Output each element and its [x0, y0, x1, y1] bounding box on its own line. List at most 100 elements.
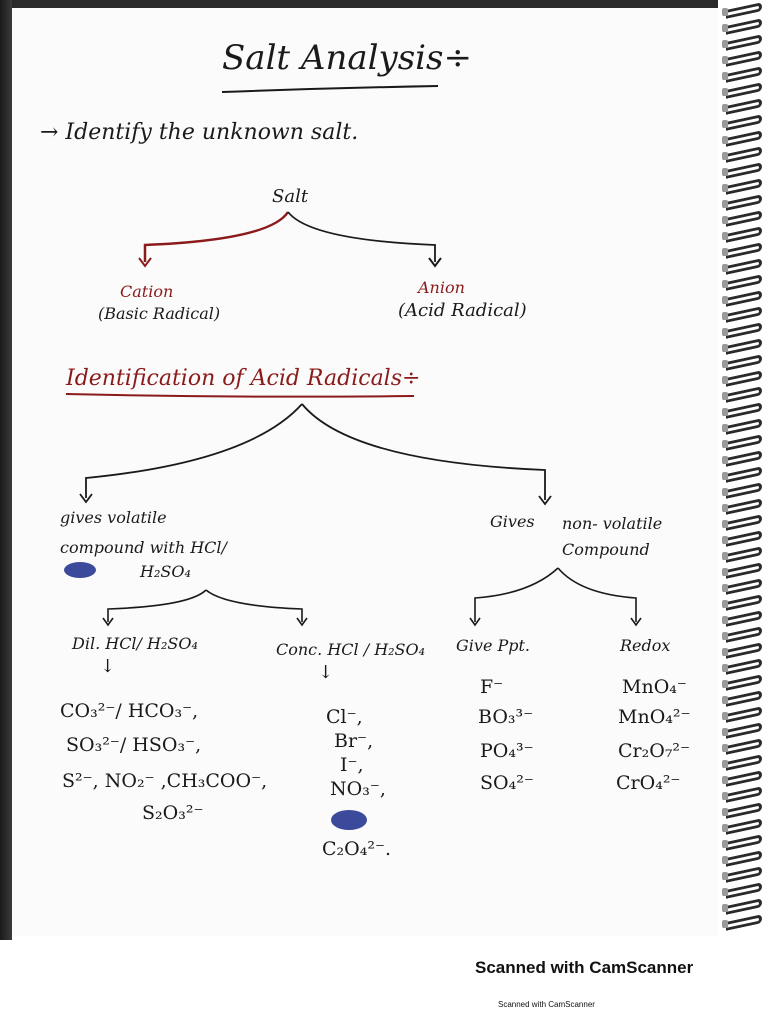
conc-ion-1: Cl⁻,: [326, 706, 363, 728]
binding-hole-icon: [722, 120, 728, 128]
binding-hole-icon: [722, 648, 728, 656]
binding-hole-icon: [722, 568, 728, 576]
arrowhead-dil: [102, 617, 114, 627]
binding-hole-icon: [722, 200, 728, 208]
binding-hole-icon: [722, 600, 728, 608]
redox-label: Redox: [620, 636, 671, 655]
binding-hole-icon: [722, 584, 728, 592]
conc-label: Conc. HCl / H₂SO₄: [276, 640, 426, 659]
binding-hole-icon: [722, 744, 728, 752]
binding-hole-icon: [722, 88, 728, 96]
volatile-line3: H₂SO₄: [140, 562, 191, 581]
conc-ion-4: NO₃⁻,: [330, 778, 386, 800]
volatile-line1: gives volatile: [60, 508, 167, 527]
spiral-binding-icon: [718, 0, 768, 940]
binding-hole-icon: [722, 376, 728, 384]
nonvolatile-branch-left: [474, 567, 559, 622]
binding-hole-icon: [722, 72, 728, 80]
binding-hole-icon: [722, 920, 728, 928]
camscanner-watermark-small: Scanned with CamScanner: [498, 1000, 595, 1009]
binding-hole-icon: [722, 904, 728, 912]
ppt-ion-2: BO₃³⁻: [478, 706, 534, 728]
ppt-label: Give Ppt.: [456, 636, 531, 655]
arrowhead-cation: [138, 257, 152, 268]
binding-hole-icon: [722, 104, 728, 112]
binding-hole-icon: [722, 840, 728, 848]
binding-hole-icon: [722, 184, 728, 192]
arrowhead-anion: [428, 257, 442, 268]
binding-hole-icon: [722, 776, 728, 784]
binding-hole-icon: [722, 392, 728, 400]
binding-hole-icon: [722, 504, 728, 512]
binding-hole-icon: [722, 472, 728, 480]
dil-arrow: ↓: [100, 656, 116, 677]
ppt-ion-1: F⁻: [480, 676, 504, 698]
scan-border-top: [0, 0, 725, 8]
camscanner-watermark: Scanned with CamScanner: [475, 958, 694, 977]
binding-hole-icon: [722, 344, 728, 352]
binding-hole-icon: [722, 808, 728, 816]
binding-hole-icon: [722, 424, 728, 432]
binding-hole-icon: [722, 824, 728, 832]
section-underline: [65, 393, 415, 398]
conc-ion-5: C₂O₄²⁻.: [322, 838, 392, 860]
arrowhead-conc: [296, 617, 308, 627]
arrowhead-ppt: [469, 617, 481, 627]
salt-branch-right: [287, 211, 436, 262]
scribble-mark-icon-2: [331, 810, 367, 830]
arrowhead-nonvolatile: [538, 495, 552, 506]
binding-hole-icon: [722, 216, 728, 224]
binding-hole-icon: [722, 536, 728, 544]
binding-hole-icon: [722, 872, 728, 880]
dil-label: Dil. HCl/ H₂SO₄: [72, 634, 198, 653]
binding-hole-icon: [722, 328, 728, 336]
volatile-branch-left: [107, 589, 207, 622]
arrowhead-volatile: [79, 493, 93, 504]
volatile-line2: compound with HCl/: [60, 538, 227, 557]
nonvolatile-line2: Compound: [562, 540, 650, 559]
binding-hole-icon: [722, 40, 728, 48]
dil-ion-4: S₂O₃²⁻: [142, 802, 204, 824]
page-title: Salt Analysis÷: [222, 38, 472, 78]
binding-hole-icon: [722, 168, 728, 176]
ppt-ion-3: PO₄³⁻: [480, 740, 534, 762]
dil-ion-3: S²⁻, NO₂⁻ ,CH₃COO⁻,: [62, 770, 268, 792]
acid-branch-left: [85, 403, 303, 498]
binding-hole-icon: [722, 712, 728, 720]
volatile-branch-right: [205, 589, 303, 622]
cation-label: Cation: [120, 282, 174, 301]
cation-sub: (Basic Radical): [98, 304, 221, 323]
dil-ion-1: CO₃²⁻/ HCO₃⁻,: [60, 700, 199, 722]
binding-hole-icon: [722, 696, 728, 704]
binding-hole-icon: [722, 440, 728, 448]
binding-hole-icon: [722, 248, 728, 256]
nonvolatile-line1b: non- volatile: [562, 514, 663, 533]
salt-root: Salt: [272, 186, 309, 207]
binding-hole-icon: [722, 296, 728, 304]
binding-hole-icon: [722, 408, 728, 416]
acid-branch-right: [301, 403, 546, 500]
intro-line: → Identify the unknown salt.: [40, 120, 359, 145]
binding-hole-icon: [722, 520, 728, 528]
title-underline: [221, 85, 439, 93]
binding-hole-icon: [722, 24, 728, 32]
nonvolatile-branch-right: [557, 567, 637, 622]
binding-hole-icon: [722, 280, 728, 288]
redox-ion-1: MnO₄⁻: [622, 676, 687, 698]
anion-label: Anion: [418, 278, 465, 297]
section-heading: Identification of Acid Radicals÷: [66, 366, 421, 391]
ppt-ion-4: SO₄²⁻: [480, 772, 534, 794]
binding-hole-icon: [722, 56, 728, 64]
binding-hole-icon: [722, 760, 728, 768]
binding-hole-icon: [722, 232, 728, 240]
binding-hole-icon: [722, 488, 728, 496]
salt-branch-left: [143, 211, 290, 262]
binding-hole-icon: [722, 680, 728, 688]
redox-ion-4: CrO₄²⁻: [616, 772, 681, 794]
binding-hole-icon: [722, 856, 728, 864]
scan-border-left: [0, 0, 12, 940]
arrowhead-redox: [630, 617, 642, 627]
binding-hole-icon: [722, 152, 728, 160]
